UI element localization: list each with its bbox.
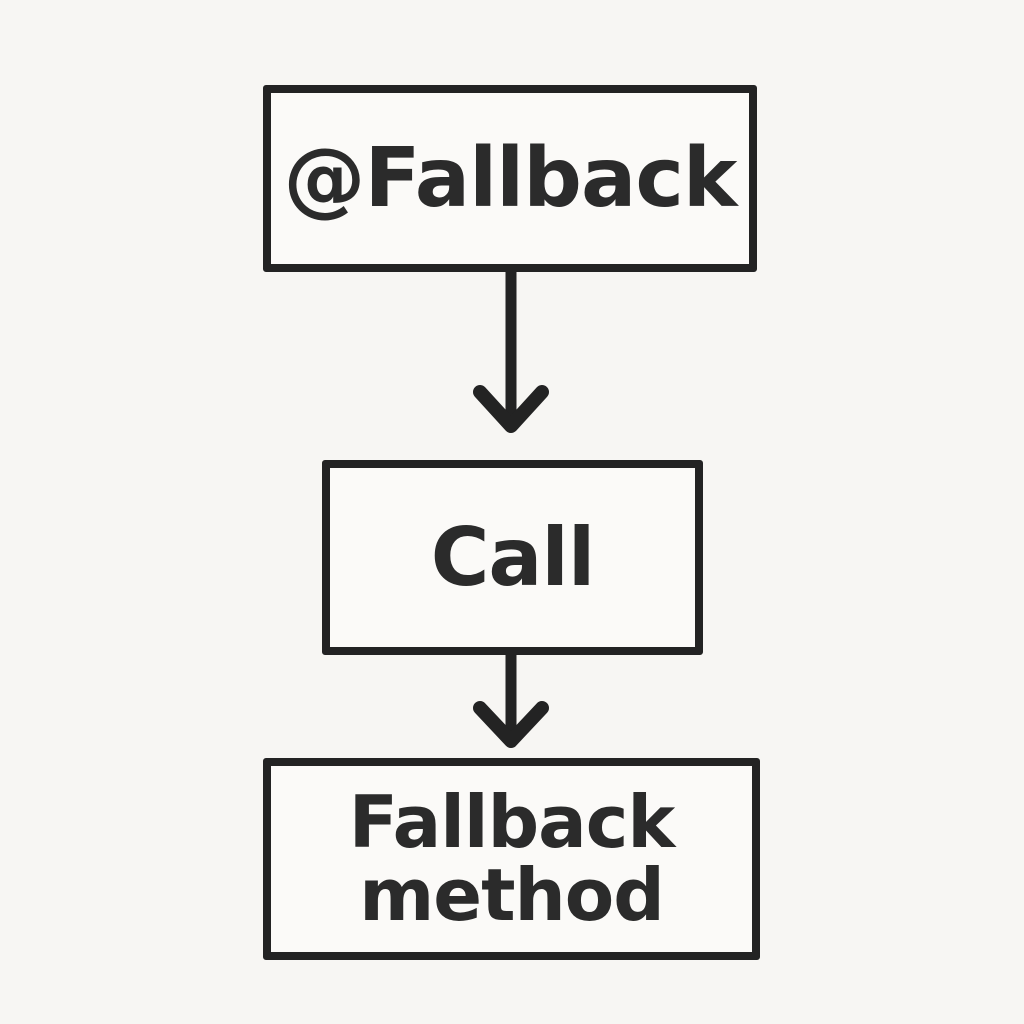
node-call: Call <box>322 460 703 655</box>
node-label-line-2: method <box>359 853 665 937</box>
arrow-down-icon <box>473 270 549 433</box>
node-call-label: Call <box>430 511 596 604</box>
node-fallback-method: Fallback method <box>263 758 760 960</box>
node-fallback-annotation: @Fallback <box>263 85 757 272</box>
node-fallback-method-label: Fallback method <box>349 785 676 933</box>
node-label-line-1: Fallback <box>348 779 676 864</box>
node-fallback-annotation-label: @Fallback <box>283 131 738 226</box>
arrow-down-icon <box>473 652 549 748</box>
